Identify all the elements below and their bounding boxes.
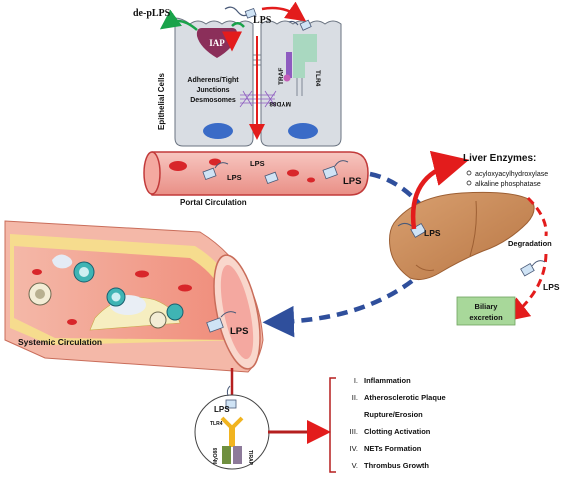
enzyme-bullet-2 — [466, 180, 472, 186]
traf-top-label: TRAF — [278, 68, 285, 85]
junctions-line-1: Adherens/Tight — [187, 77, 239, 84]
epithelial-cells-label: Epithelial Cells — [157, 73, 166, 130]
lps-molecule-receptor — [288, 19, 312, 31]
liver-enzyme-1: acyloxyacylhydroxylase — [475, 171, 548, 178]
portal-lps-3: LPS — [343, 176, 361, 187]
myd88-top-label: MYD88 — [269, 100, 291, 107]
biliary-excretion-box — [456, 296, 516, 326]
portal-circulation-label: Portal Circulation — [180, 198, 247, 207]
biliary-line-2: excretion — [469, 313, 503, 322]
iap-to-lps-arrow — [231, 22, 245, 28]
receptor-tlr4-label: TLR4 — [210, 421, 223, 427]
enzyme-bullet-1 — [466, 170, 472, 176]
portal-lps-1: LPS — [227, 173, 242, 182]
liver — [389, 191, 535, 280]
degradation-label: Degradation — [508, 239, 552, 248]
degradation-path — [526, 196, 548, 237]
lps-molecule-top — [224, 6, 257, 19]
systemic-lps-label: LPS — [230, 326, 248, 337]
outcomes-bracket — [329, 377, 336, 473]
liver-lps-label: LPS — [424, 228, 441, 238]
degradation-lps-label: LPS — [543, 282, 560, 292]
portal-vein — [143, 151, 369, 196]
liver-enzymes-arrow — [410, 150, 470, 230]
liver-enzymes-title: Liver Enzymes: — [463, 153, 536, 164]
junctions-line-2: Junctions — [196, 87, 229, 94]
receptor-myd88-label: MyD88 — [213, 448, 219, 464]
degradation-lps-molecule — [520, 260, 546, 277]
receptor-lps-label: LPS — [214, 405, 230, 414]
degradation-to-biliary-arrow — [504, 253, 548, 322]
biliary-line-1: Biliary — [475, 302, 499, 311]
lps-to-receptor-arrow — [261, 1, 307, 22]
lps-top-label: LPS — [253, 15, 272, 26]
de-plps-arrow — [159, 9, 198, 31]
portal-lps-2: LPS — [250, 159, 265, 168]
liver-to-systemic-path — [262, 279, 414, 338]
receptor-tirap-label: TIRAP — [247, 450, 253, 466]
iap-label: IAP — [209, 38, 225, 48]
liver-enzyme-2: alkaline phosphatase — [475, 181, 541, 188]
systemic-artery — [4, 220, 264, 373]
de-plps-label: de-pLPS — [133, 8, 171, 19]
systemic-circulation-label: Systemic Circulation — [18, 337, 102, 347]
junctions-line-3: Desmosomes — [190, 97, 236, 104]
tlr4-receptor-complex — [194, 385, 270, 470]
tlr4-top-label: TLR4 — [314, 70, 321, 87]
